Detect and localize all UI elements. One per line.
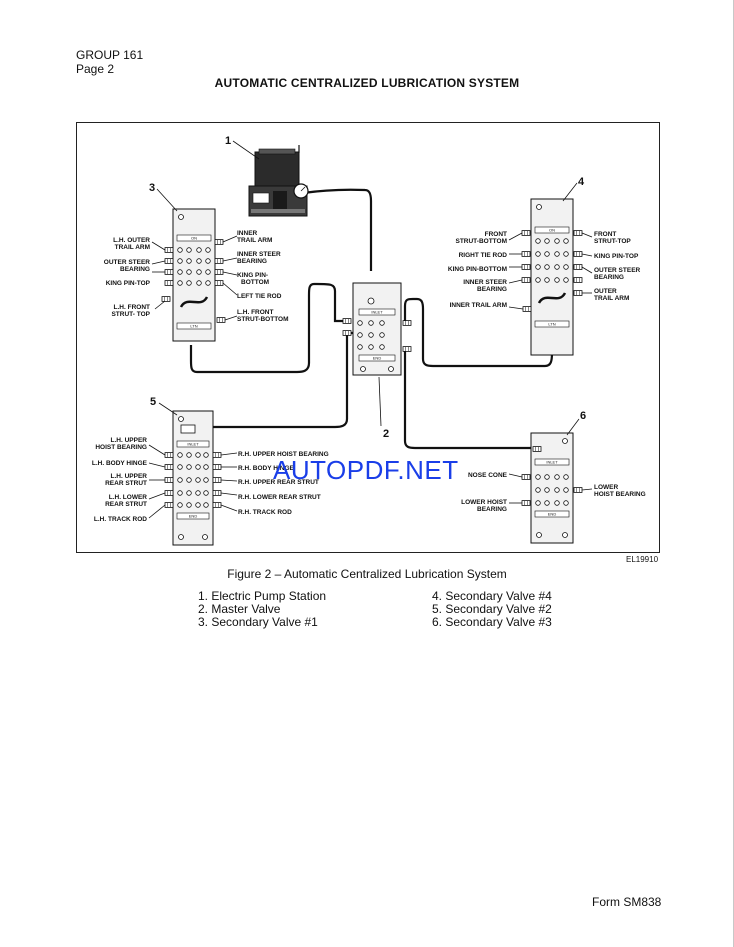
callout-5: 5	[150, 396, 156, 408]
svg-text:L.H. UPPER: L.H. UPPER	[111, 473, 148, 480]
line-pump-to-master	[302, 188, 373, 271]
figure-caption: Figure 2 – Automatic Centralized Lubrica…	[227, 567, 507, 581]
svg-text:LEFT TIE ROD: LEFT TIE ROD	[237, 293, 282, 300]
svg-text:STRUT-BOTTOM: STRUT-BOTTOM	[455, 238, 507, 245]
svg-text:R.H. UPPER HOIST BEARING: R.H. UPPER HOIST BEARING	[238, 451, 329, 458]
labels-valve-3: L.H. OUTER TRAIL ARM OUTER STEER BEARING…	[104, 230, 289, 323]
svg-text:FRONT: FRONT	[594, 231, 616, 238]
svg-text:END: END	[548, 512, 557, 517]
svg-text:LTN: LTN	[548, 322, 555, 327]
watermark: AUTOPDF.NET	[273, 455, 459, 485]
page-number: Page 2	[76, 62, 115, 76]
svg-text:OUTER: OUTER	[594, 288, 617, 295]
svg-text:END: END	[189, 514, 198, 519]
svg-text:ON: ON	[549, 228, 555, 233]
svg-text:L.H. OUTER: L.H. OUTER	[113, 237, 150, 244]
line-master-to-v5	[212, 331, 357, 429]
svg-text:L.H. FRONT: L.H. FRONT	[114, 304, 150, 311]
svg-text:FRONT: FRONT	[485, 231, 507, 238]
svg-text:KING PIN-BOTTOM: KING PIN-BOTTOM	[448, 266, 507, 273]
svg-text:L.H. TRACK ROD: L.H. TRACK ROD	[94, 516, 147, 523]
svg-text:INLET: INLET	[546, 460, 558, 465]
electric-pump-station	[248, 145, 309, 217]
svg-text:INNER STEER: INNER STEER	[463, 279, 507, 286]
secondary-valve-1: ON LTN	[161, 208, 226, 342]
lubrication-diagram: INLET END ON LTN ON	[76, 122, 660, 553]
svg-text:HOIST BEARING: HOIST BEARING	[95, 444, 147, 451]
svg-text:R.H. UPPER REAR STRUT: R.H. UPPER REAR STRUT	[238, 479, 319, 486]
diagram-svg: INLET END ON LTN ON	[92, 135, 646, 546]
svg-text:OUTER STEER: OUTER STEER	[594, 267, 641, 274]
page-header: GROUP 161 Page 2	[76, 48, 143, 76]
callout-6: 6	[580, 410, 586, 422]
svg-text:BEARING: BEARING	[237, 258, 267, 265]
svg-text:END: END	[373, 356, 382, 361]
svg-text:KING PIN-TOP: KING PIN-TOP	[594, 253, 639, 260]
svg-text:L.H. LOWER: L.H. LOWER	[109, 494, 148, 501]
callout-1: 1	[225, 135, 231, 147]
svg-text:TRAIL ARM: TRAIL ARM	[115, 244, 150, 251]
legend-item: 2. Master Valve	[198, 602, 281, 616]
svg-text:OUTER STEER: OUTER STEER	[104, 259, 151, 266]
figure-code: EL19910	[626, 555, 659, 564]
labels-valve-4: FRONT STRUT-BOTTOM RIGHT TIE ROD KING PI…	[448, 231, 641, 309]
svg-text:KING PIN-TOP: KING PIN-TOP	[106, 280, 151, 287]
labels-valve-5: L.H. UPPER HOIST BEARING L.H. BODY HINGE…	[92, 437, 329, 523]
tubing	[189, 188, 554, 450]
line-master-to-v3	[189, 282, 347, 374]
svg-text:LOWER: LOWER	[594, 484, 618, 491]
callout-4: 4	[578, 176, 585, 188]
master-valve: INLET END	[342, 282, 412, 376]
svg-text:KING PIN-: KING PIN-	[237, 272, 268, 279]
svg-text:INNER STEER: INNER STEER	[237, 251, 281, 258]
svg-text:LTN: LTN	[190, 324, 197, 329]
group-label: GROUP 161	[76, 48, 144, 62]
legend-left: 1. Electric Pump Station 2. Master Valve…	[198, 590, 326, 629]
svg-text:INNER TRAIL ARM: INNER TRAIL ARM	[450, 302, 507, 309]
svg-text:BEARING: BEARING	[594, 274, 624, 281]
legend-item: 6. Secondary Valve #3	[432, 615, 552, 629]
svg-text:STRUT- TOP: STRUT- TOP	[111, 311, 150, 318]
svg-text:LOWER HOIST: LOWER HOIST	[461, 499, 507, 506]
legend-item: 4. Secondary Valve #4	[432, 589, 552, 603]
callout-numbers: 1 2 3 4 5 6	[149, 135, 586, 440]
svg-text:REAR STRUT: REAR STRUT	[105, 501, 147, 508]
secondary-valve-2: INLET END	[164, 410, 222, 546]
labels-valve-6: NOSE CONE LOWER HOIST BEARING LOWER HOIS…	[461, 472, 646, 513]
secondary-valve-4: ON LTN	[521, 198, 583, 356]
svg-text:TRAIL ARM: TRAIL ARM	[237, 237, 272, 244]
line-master-to-v4	[403, 297, 554, 368]
svg-text:STRUT-TOP: STRUT-TOP	[594, 238, 631, 245]
svg-text:RIGHT TIE ROD: RIGHT TIE ROD	[459, 252, 508, 259]
svg-text:HOIST BEARING: HOIST BEARING	[594, 491, 646, 498]
svg-text:L.H. FRONT: L.H. FRONT	[237, 309, 273, 316]
svg-text:R.H. BODY HINGE: R.H. BODY HINGE	[238, 465, 295, 472]
svg-text:INLET: INLET	[187, 442, 199, 447]
form-number: Form SM838	[592, 895, 662, 909]
svg-text:BOTTOM: BOTTOM	[241, 279, 269, 286]
svg-text:L.H. BODY HINGE: L.H. BODY HINGE	[92, 460, 148, 467]
svg-text:R.H. TRACK ROD: R.H. TRACK ROD	[238, 509, 292, 516]
svg-text:ON: ON	[191, 236, 197, 241]
svg-text:BEARING: BEARING	[120, 266, 150, 273]
legend-item: 3. Secondary Valve #1	[198, 615, 318, 629]
legend-item: 5. Secondary Valve #2	[432, 602, 552, 616]
svg-text:L.H. UPPER: L.H. UPPER	[111, 437, 148, 444]
svg-text:INNER: INNER	[237, 230, 258, 237]
svg-text:R.H. LOWER REAR STRUT: R.H. LOWER REAR STRUT	[238, 494, 321, 501]
legend-right: 4. Secondary Valve #4 5. Secondary Valve…	[432, 590, 552, 629]
page-title: AUTOMATIC CENTRALIZED LUBRICATION SYSTEM	[214, 76, 520, 90]
svg-text:BEARING: BEARING	[477, 286, 507, 293]
svg-text:INLET: INLET	[371, 310, 383, 315]
line-master-to-v6	[403, 347, 533, 450]
secondary-valve-3: INLET END	[521, 432, 583, 544]
svg-text:BEARING: BEARING	[477, 506, 507, 513]
svg-text:STRUT-BOTTOM: STRUT-BOTTOM	[237, 316, 289, 323]
svg-text:TRAIL ARM: TRAIL ARM	[594, 295, 629, 302]
legend-item: 1. Electric Pump Station	[198, 589, 327, 603]
svg-text:NOSE CONE: NOSE CONE	[468, 472, 508, 479]
callout-2: 2	[383, 428, 389, 440]
svg-text:REAR STRUT: REAR STRUT	[105, 480, 147, 487]
callout-3: 3	[149, 182, 155, 194]
